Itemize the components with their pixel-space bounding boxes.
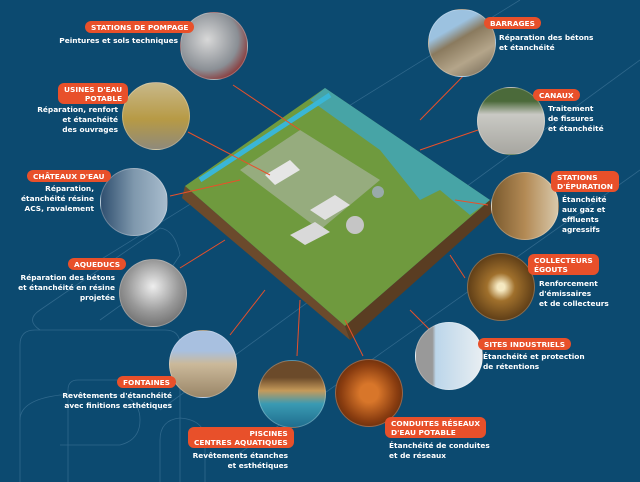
terrain-diagram <box>182 88 492 340</box>
label-barrages: BARRAGES <box>484 17 541 29</box>
desc-line: Réparation des bétons <box>499 33 594 42</box>
desc-line: Revêtements d'étanchéité <box>62 391 172 400</box>
desc-line: Étanchéité <box>562 195 607 204</box>
desc-line: Étanchéité de conduites <box>389 441 490 450</box>
desc-line: Réparation, renfort <box>37 105 118 114</box>
desc-line: aux gaz et <box>562 205 606 214</box>
desc-line: étanchéité résine <box>21 194 94 203</box>
desc-line: et de collecteurs <box>539 299 609 308</box>
label-canaux: CANAUX <box>533 89 580 101</box>
photo-piscines <box>258 360 326 428</box>
label-sites-industriels: SITES INDUSTRIELS <box>478 338 572 350</box>
desc-line: Peintures et sols techniques <box>59 36 178 45</box>
label-aqueducs: AQUEDUCS <box>68 258 127 270</box>
label-chateaux-eau: CHÂTEAUX D'EAU <box>27 170 111 182</box>
label-line: PISCINES <box>249 428 288 438</box>
desc-line: des ouvrages <box>62 125 118 134</box>
desc-line: et étanchéité <box>499 43 555 52</box>
desc-line: projetée <box>79 293 115 302</box>
label-line: CONDUITES RÉSEAUX <box>391 418 481 428</box>
label-stations-pompage: STATIONS DE POMPAGE <box>85 21 195 33</box>
label-line: STATIONS <box>557 172 598 182</box>
desc-line: d'émissaires <box>539 289 592 298</box>
desc-line: effluents <box>562 215 599 224</box>
desc-line: Revêtements étanches <box>192 451 288 460</box>
label-line: ÉGOUTS <box>534 264 568 274</box>
desc-line: et étanchéité <box>62 115 118 124</box>
desc-line: de fissures <box>548 114 594 123</box>
desc-line: Renforcement <box>539 279 598 288</box>
photo-usines-eau <box>122 82 190 150</box>
label-line: POTABLE <box>84 93 123 103</box>
desc-line: de rétentions <box>483 362 540 371</box>
photo-stations-epuration <box>491 172 559 240</box>
desc-line: Réparation des bétons <box>20 273 115 282</box>
desc-line: agressifs <box>562 225 600 234</box>
photo-collecteurs <box>467 253 535 321</box>
desc-line: et esthétiques <box>227 461 288 470</box>
desc-line: Étanchéité et protection <box>483 352 585 361</box>
desc-line: et étanchéité <box>548 124 604 133</box>
desc-line: avec finitions esthétiques <box>64 401 172 410</box>
label-line: D'ÉPURATION <box>557 181 613 191</box>
photo-aqueducs <box>119 259 187 327</box>
desc-line: Traitement <box>548 104 594 113</box>
label-line: USINES D'EAU <box>64 84 123 94</box>
photo-fontaines <box>169 330 237 398</box>
label-fontaines: FONTAINES <box>117 376 177 388</box>
label-line: D'EAU POTABLE <box>391 427 456 437</box>
desc-stations-pompage: Peintures et sols techniques <box>59 36 178 46</box>
photo-conduites <box>335 359 403 427</box>
desc-line: et de réseaux <box>389 451 447 460</box>
label-line: CENTRES AQUATIQUES <box>194 437 288 447</box>
label-line: COLLECTEURS <box>534 255 593 265</box>
desc-line: Réparation, <box>45 184 94 193</box>
photo-sites-industriels <box>415 322 483 390</box>
desc-line: ACS, ravalement <box>24 204 94 213</box>
desc-line: et étanchéité en résine <box>18 283 115 292</box>
photo-chateaux-eau <box>100 168 168 236</box>
